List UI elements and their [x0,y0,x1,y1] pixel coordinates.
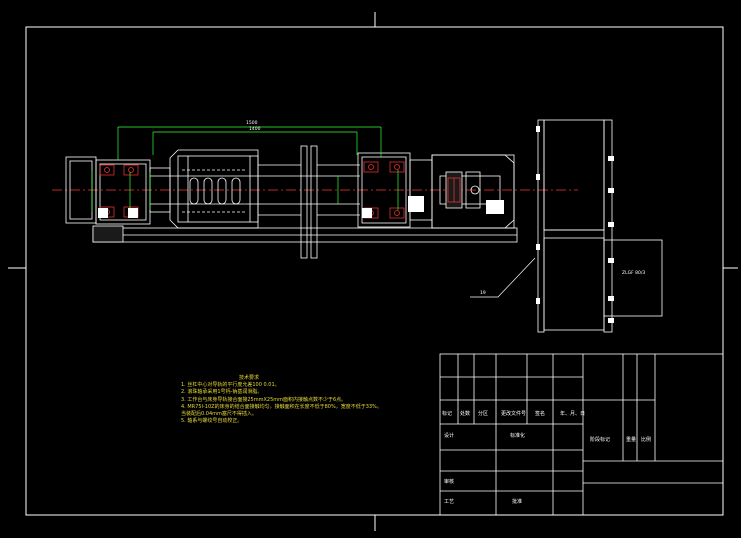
ball-nut [169,149,259,229]
tech-req-title: 技术要求 [239,375,260,381]
tech-req-item: 3. 工作台与床身导轨接合面接25mmX25mm面积内接触点数不少于6点。 [181,396,347,403]
right-housing [357,152,515,229]
motor-flange [537,119,663,333]
bed-base [92,225,518,243]
technical-requirements: 技术要求 1. 丝杠中心对导轨的平行度允差100 0.01。 2. 滚珠轴承采用… [181,375,382,425]
coupling-red [447,177,461,203]
tech-req-item: 1. 丝杠中心对导轨的平行度允差100 0.01。 [181,382,280,389]
flange-bolts [536,126,614,323]
sheet-border [8,12,738,531]
tb-stage-mark: 阶段标记 [590,437,611,443]
tb-header-change-doc: 更改文件号 [501,411,527,417]
middle-support [258,145,360,259]
title-block-grid [439,353,724,516]
part-19-leader [470,257,536,298]
tb-weight: 重量 [626,437,637,443]
tb-design: 设计 [444,433,455,439]
tb-header-sign: 签名 [535,411,546,417]
tech-req-item: 4. MR75I-10Z的床身的结合面接触均匀，接触面积在长度不低于80%，宽度… [181,403,382,410]
tb-header-date: 年、月、日 [560,411,586,417]
motor-model-label: ZLGF 80/3 [622,271,646,276]
tb-check: 审核 [444,479,455,485]
tb-standardize: 标准化 [510,433,526,439]
tech-req-item: 2. 滚珠轴承采用1号钙-钠基润滑脂。 [181,389,263,396]
right-bearing-blocks [362,196,504,218]
tb-header-zone: 分区 [478,411,489,417]
tech-req-item: 5. 轴系与螺纹号自动校正。 [181,418,243,425]
tb-scale: 比例 [641,437,652,443]
tb-approve: 批准 [512,499,523,505]
part-number-callout: 19 [480,291,486,296]
coupling [439,171,501,209]
dimension-overall: 1500 [246,121,258,126]
tb-process: 工艺 [444,499,455,505]
dimension-lines [91,126,399,212]
dimension-inner: 1400 [249,127,261,132]
tb-header-mark: 标记 [442,411,453,417]
tb-header-count: 处数 [460,411,471,417]
tech-req-item: 当装配后0.04mm塞尺不得插入。 [181,411,257,418]
left-bearing-blocks [98,208,138,218]
